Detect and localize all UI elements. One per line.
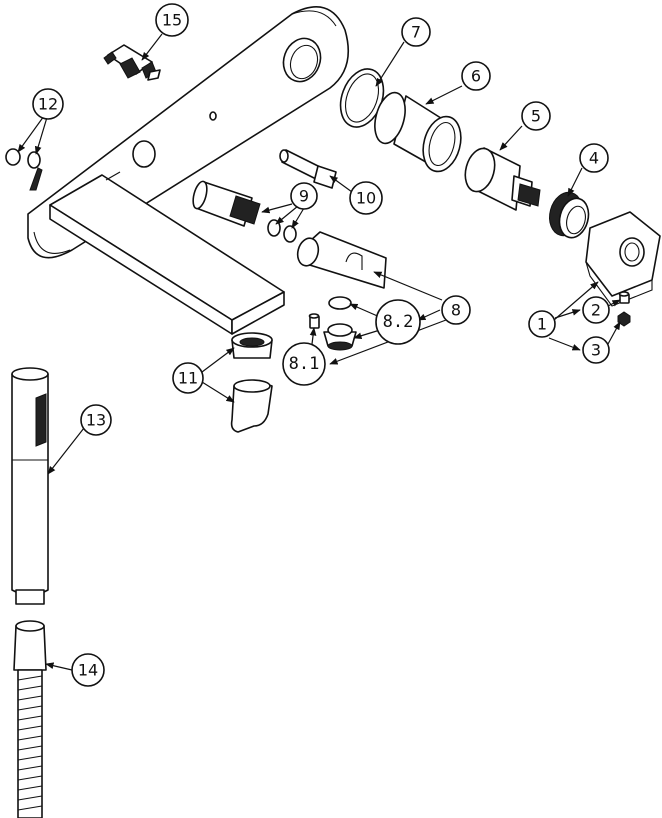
o-rings-12 bbox=[5, 148, 41, 169]
holder-base bbox=[323, 323, 357, 351]
aerator-key bbox=[230, 379, 273, 433]
svg-text:10: 10 bbox=[356, 189, 376, 208]
holder-screw bbox=[308, 313, 320, 329]
shower-hose bbox=[13, 620, 47, 818]
hand-shower bbox=[11, 367, 49, 605]
svg-text:8: 8 bbox=[451, 301, 461, 320]
grub-screw bbox=[618, 291, 630, 304]
callout-14: 14 bbox=[71, 653, 105, 687]
callout-8: 8 bbox=[441, 295, 471, 325]
diverter-cartridge bbox=[103, 44, 161, 81]
callout-1: 1 bbox=[528, 310, 556, 338]
spout bbox=[49, 171, 285, 335]
lever-handle bbox=[585, 211, 661, 307]
svg-text:8.2: 8.2 bbox=[383, 312, 414, 332]
svg-text:3: 3 bbox=[591, 341, 601, 360]
callout-11: 11 bbox=[172, 362, 204, 394]
svg-text:11: 11 bbox=[178, 369, 198, 388]
aerator bbox=[231, 332, 273, 359]
svg-text:8.1: 8.1 bbox=[289, 354, 320, 374]
svg-text:9: 9 bbox=[299, 187, 309, 206]
seal-ring bbox=[339, 68, 385, 128]
callout-8-1: 8.1 bbox=[282, 342, 326, 386]
mixer-cartridge bbox=[464, 147, 541, 211]
svg-text:5: 5 bbox=[531, 107, 541, 126]
callout-10: 10 bbox=[349, 181, 383, 215]
svg-text:15: 15 bbox=[162, 11, 182, 30]
svg-text:13: 13 bbox=[86, 411, 106, 430]
ring-nut bbox=[549, 191, 590, 239]
svg-text:2: 2 bbox=[591, 301, 601, 320]
callout-9: 9 bbox=[290, 182, 318, 210]
holder-o-ring bbox=[328, 296, 352, 310]
callout-2: 2 bbox=[582, 296, 610, 324]
callout-4: 4 bbox=[579, 143, 609, 173]
sleeve bbox=[374, 91, 462, 173]
callout-3: 3 bbox=[582, 336, 610, 364]
svg-text:6: 6 bbox=[471, 67, 481, 86]
svg-text:4: 4 bbox=[589, 149, 599, 168]
callout-5: 5 bbox=[521, 101, 551, 131]
svg-text:14: 14 bbox=[78, 661, 98, 680]
callout-6: 6 bbox=[461, 61, 491, 91]
callout-15: 15 bbox=[155, 3, 189, 37]
callout-7: 7 bbox=[401, 17, 431, 47]
pin bbox=[279, 149, 337, 189]
hose-connector bbox=[192, 180, 297, 243]
svg-text:12: 12 bbox=[38, 95, 58, 114]
shower-holder bbox=[296, 231, 387, 289]
leader-lines bbox=[17, 33, 621, 671]
callout-8-2: 8.2 bbox=[375, 299, 421, 345]
callout-12: 12 bbox=[32, 88, 64, 120]
callout-13: 13 bbox=[80, 404, 112, 436]
svg-text:7: 7 bbox=[411, 23, 421, 42]
svg-text:1: 1 bbox=[537, 315, 547, 334]
hex-nut bbox=[617, 311, 631, 327]
